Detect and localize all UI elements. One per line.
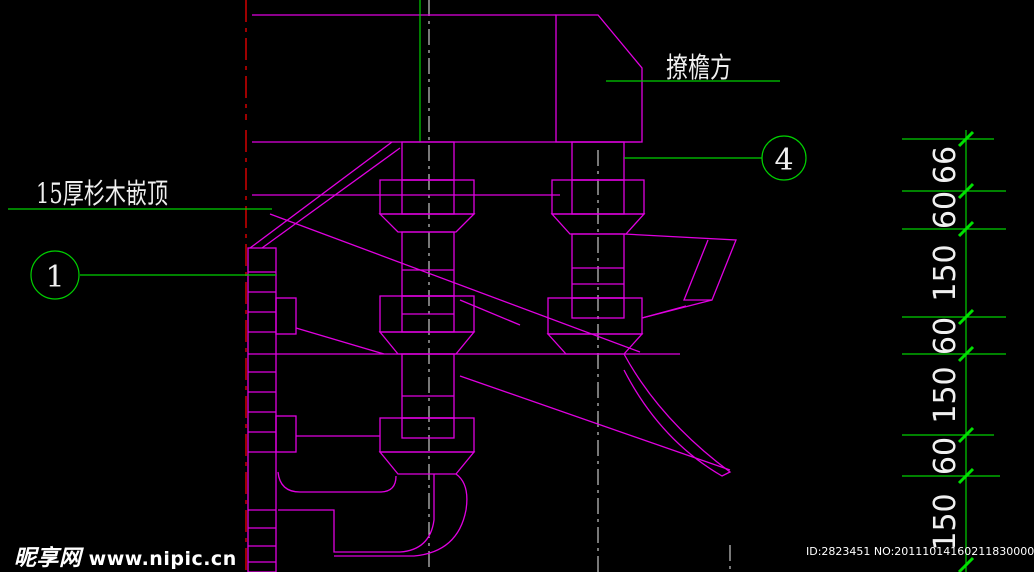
left-column — [247, 247, 380, 572]
callout-4-label: 4 — [774, 143, 793, 178]
dimension-label: 150 — [928, 366, 963, 423]
watermark: 昵享网 www.nipic.cn — [14, 540, 237, 572]
eave-beam-label: 撩檐方 — [666, 51, 732, 84]
white-center-lines — [428, 0, 731, 572]
dimension-label: 60 — [928, 317, 963, 355]
roof-board-lines — [249, 141, 731, 471]
dimension-label: 60 — [928, 437, 963, 475]
callout-1: 1 — [30, 250, 80, 300]
dimension-label: 60 — [928, 191, 963, 229]
center-bracket-set — [277, 141, 476, 557]
top-beam — [252, 0, 640, 143]
dimension-chain: 66 60 150 60 150 60 150 — [902, 130, 1006, 572]
callout-4: 4 — [761, 135, 807, 181]
eave-beam-block — [555, 14, 643, 143]
watermark-logo: 昵享网 — [14, 546, 82, 571]
callout-1-label: 1 — [45, 260, 64, 295]
roof-panel-label: 15厚杉木嵌顶 — [36, 177, 168, 210]
dimension-label: 66 — [928, 146, 963, 184]
leader-lines — [8, 80, 780, 276]
dimension-label: 150 — [928, 244, 963, 301]
horizontal-lines — [248, 194, 680, 355]
watermark-url: www.nipic.cn — [88, 548, 237, 570]
dimension-label: 150 — [928, 493, 963, 550]
image-id-text: ID:2823451 NO:20111014160211830000 — [806, 545, 1034, 558]
right-bracket-set — [546, 141, 737, 477]
